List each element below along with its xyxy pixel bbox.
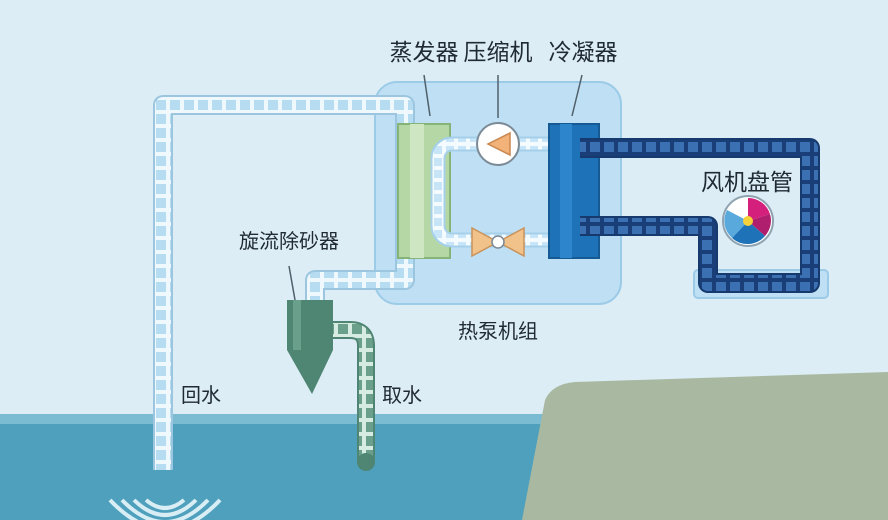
heat-pump-unit-label: 热泵机组 bbox=[458, 319, 538, 343]
fan-coil-pipe bbox=[580, 138, 820, 293]
return-water-label: 回水 bbox=[181, 383, 221, 407]
water-ripple-icon bbox=[108, 498, 222, 520]
callout-lines bbox=[288, 74, 583, 301]
intake-water-label: 取水 bbox=[382, 383, 422, 407]
fan-coil-label: 风机盘管 bbox=[701, 170, 793, 196]
ground-bank bbox=[522, 372, 888, 520]
expansion-valve-icon bbox=[471, 226, 525, 258]
cyclone-desander-icon bbox=[287, 300, 333, 394]
evaporator-label: 蒸发器 bbox=[390, 40, 459, 66]
compressor-icon bbox=[476, 122, 520, 166]
intake-water-pipe bbox=[325, 321, 375, 471]
water-surface bbox=[0, 414, 888, 424]
compressor-label: 压缩机 bbox=[464, 40, 533, 66]
cyclone-desander-label: 旋流除砂器 bbox=[239, 229, 339, 253]
fan-icon bbox=[722, 195, 774, 247]
condenser-label: 冷凝器 bbox=[549, 40, 618, 66]
